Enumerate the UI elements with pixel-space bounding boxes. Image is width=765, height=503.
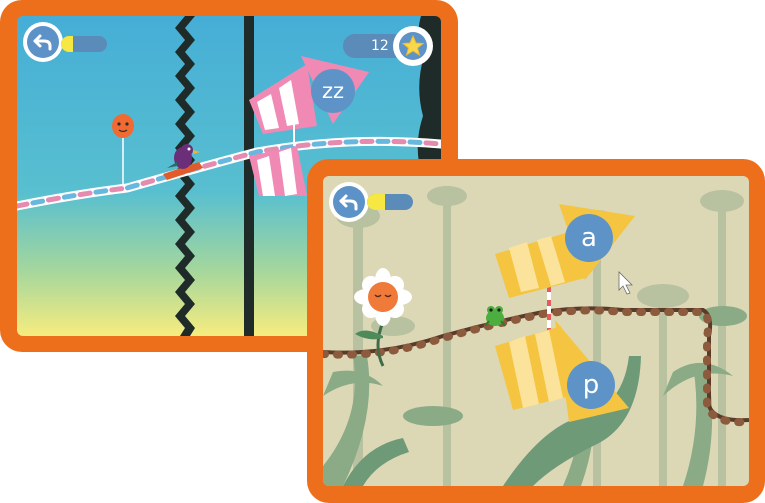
- letter-bubble-zz[interactable]: zz: [311, 69, 355, 113]
- level-progress-bar: [61, 36, 107, 52]
- letter-a-label: a: [581, 223, 597, 253]
- balloon-icon[interactable]: [112, 114, 134, 186]
- rope-pink-dashes: [17, 138, 441, 209]
- forest-scene: [323, 176, 749, 486]
- bird-icon[interactable]: [163, 144, 203, 180]
- letter-bubble-a[interactable]: a: [565, 214, 613, 262]
- back-button[interactable]: [329, 182, 369, 222]
- back-button[interactable]: [23, 22, 63, 62]
- level-progress-fill: [61, 36, 73, 52]
- back-arrow-icon: [339, 194, 358, 211]
- frog-icon[interactable]: [484, 306, 506, 327]
- letter-bubble-p[interactable]: p: [567, 361, 615, 409]
- score-value: 12: [371, 38, 389, 54]
- pink-arrow-bottom: [249, 146, 307, 196]
- flower-icon[interactable]: [354, 268, 412, 367]
- forest-level-screen: a p: [323, 176, 749, 486]
- star-badge: [393, 26, 433, 66]
- signpost-pole: [547, 280, 551, 346]
- game-screen-frame-2: a p: [307, 159, 765, 503]
- letter-p-label: p: [582, 370, 600, 400]
- back-arrow-icon: [33, 34, 52, 51]
- dark-pole: [244, 16, 254, 336]
- level-progress-fill: [367, 194, 386, 210]
- letter-zz-label: zz: [321, 79, 345, 103]
- level-progress-bar: [367, 194, 413, 210]
- track-scallops: [323, 306, 749, 427]
- star-icon: [399, 32, 427, 60]
- cursor-icon: [618, 271, 633, 295]
